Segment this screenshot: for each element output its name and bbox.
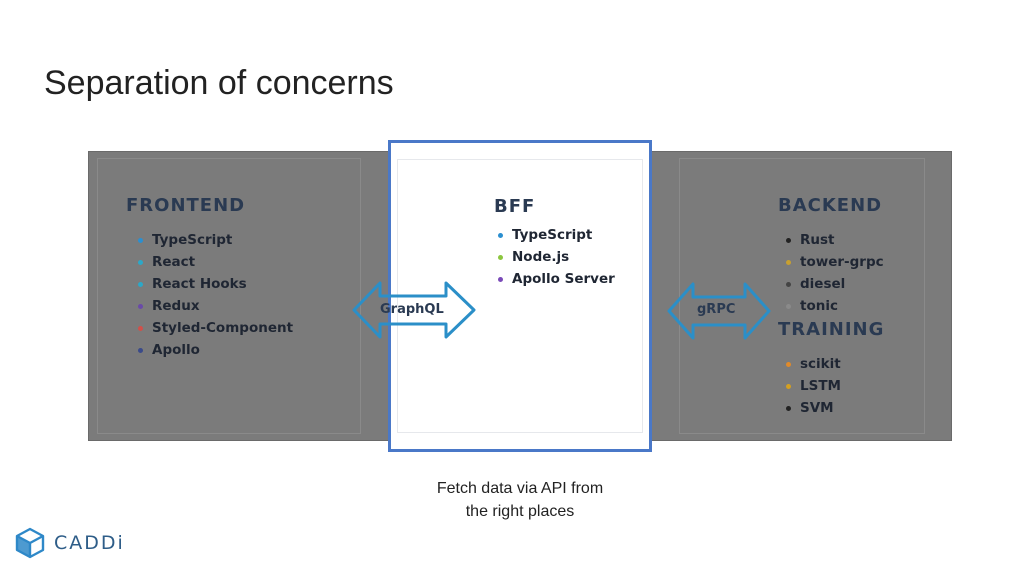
bullet-dot — [786, 303, 791, 309]
company-logo: CADDi — [14, 526, 125, 560]
bullet-dot — [138, 303, 143, 309]
list-item: Rust — [786, 229, 884, 251]
bullet-dot — [498, 276, 503, 282]
list-item: LSTM — [786, 375, 841, 397]
frontend-list: TypeScript React React Hooks Redux Style… — [138, 229, 293, 361]
list-item: Node.js — [498, 246, 615, 268]
bullet-dot — [138, 237, 143, 243]
training-title: TRAINING — [778, 319, 885, 340]
list-item: Redux — [138, 295, 293, 317]
list-item-label: Rust — [800, 232, 835, 248]
list-item-label: tower-grpc — [800, 254, 884, 270]
bullet-dot — [786, 281, 791, 287]
logo-text: CADDi — [54, 532, 125, 554]
backend-panel: BACKEND Rust tower-grpc diesel tonic TRA… — [679, 158, 925, 434]
caption-line: the right places — [465, 503, 575, 520]
bullet-dot — [138, 281, 143, 287]
list-item: SVM — [786, 397, 841, 419]
list-item-label: React — [152, 254, 196, 270]
bullet-dot — [786, 405, 791, 411]
list-item: React Hooks — [138, 273, 293, 295]
bff-list: TypeScript Node.js Apollo Server — [498, 224, 615, 290]
list-item-label: LSTM — [800, 378, 841, 394]
bullet-dot — [786, 361, 791, 367]
list-item: tower-grpc — [786, 251, 884, 273]
bullet-dot — [786, 237, 791, 243]
list-item-label: React Hooks — [152, 276, 247, 292]
grpc-label: gRPC — [697, 302, 736, 317]
cube-logo-icon — [15, 527, 45, 559]
list-item-label: Apollo Server — [512, 271, 615, 287]
list-item: React — [138, 251, 293, 273]
graphql-label: GraphQL — [380, 302, 444, 317]
grpc-arrow-icon — [667, 282, 771, 340]
slide-title: Separation of concerns — [44, 64, 394, 102]
list-item-label: diesel — [800, 276, 846, 292]
list-item-label: scikit — [800, 356, 841, 372]
frontend-title: FRONTEND — [126, 195, 246, 216]
bff-title: BFF — [494, 196, 536, 217]
list-item-label: tonic — [800, 298, 838, 314]
slide-caption: Fetch data via API from the right places — [400, 477, 640, 523]
list-item: TypeScript — [498, 224, 615, 246]
list-item-label: Apollo — [152, 342, 200, 358]
list-item: Styled-Component — [138, 317, 293, 339]
graphql-arrow-icon — [352, 281, 476, 339]
bullet-dot — [786, 259, 791, 265]
list-item: Apollo — [138, 339, 293, 361]
list-item-label: Styled-Component — [152, 320, 294, 336]
bff-panel: BFF TypeScript Node.js Apollo Server — [397, 159, 643, 433]
list-item: TypeScript — [138, 229, 293, 251]
list-item-label: TypeScript — [152, 232, 233, 248]
caption-line: Fetch data via API from — [436, 480, 604, 497]
list-item-label: SVM — [800, 400, 834, 416]
list-item: diesel — [786, 273, 884, 295]
backend-title: BACKEND — [778, 195, 883, 216]
backend-list: Rust tower-grpc diesel tonic — [786, 229, 884, 317]
list-item: tonic — [786, 295, 884, 317]
training-list: scikit LSTM SVM — [786, 353, 841, 419]
list-item: Apollo Server — [498, 268, 615, 290]
bullet-dot — [138, 325, 143, 331]
list-item-label: Node.js — [512, 249, 570, 265]
bullet-dot — [786, 383, 791, 389]
bullet-dot — [498, 232, 503, 238]
list-item-label: TypeScript — [512, 227, 593, 243]
bullet-dot — [138, 259, 143, 265]
bullet-dot — [138, 347, 143, 353]
frontend-panel: FRONTEND TypeScript React React Hooks Re… — [97, 158, 361, 434]
list-item: scikit — [786, 353, 841, 375]
list-item-label: Redux — [152, 298, 200, 314]
bullet-dot — [498, 254, 503, 260]
